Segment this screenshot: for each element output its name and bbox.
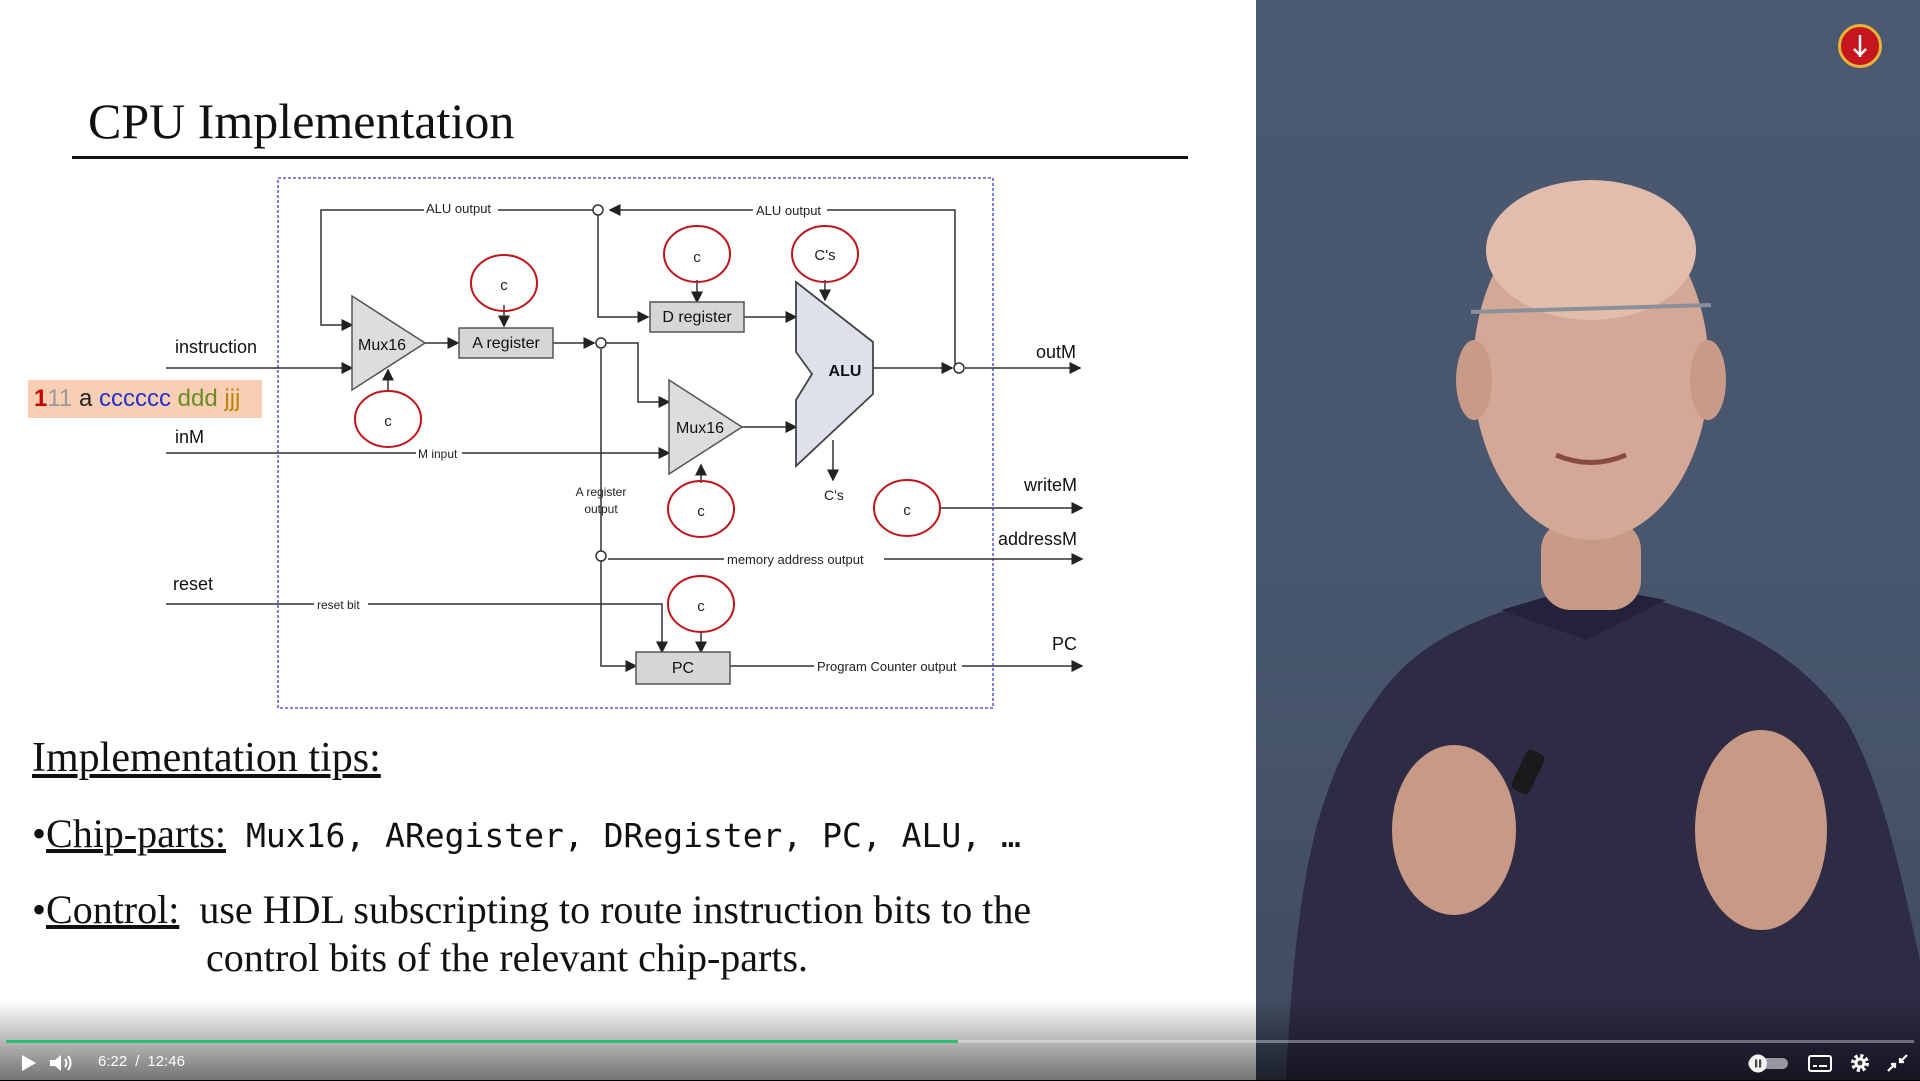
output-label-addressm: addressM <box>998 529 1077 549</box>
input-label-instruction: instruction <box>175 337 257 357</box>
cpu-diagram: Mux16 A register D register Mux16 ALU PC <box>166 177 1084 709</box>
wire-label-alu-output-right: ALU output <box>756 203 821 218</box>
mux16-top <box>351 294 427 392</box>
settings-button[interactable] <box>1842 1050 1878 1076</box>
tip-bullet: • <box>32 811 47 856</box>
tip-control-text: use HDL subscripting to route instructio… <box>199 887 1032 932</box>
play-icon <box>22 1055 36 1071</box>
a-register-label: A register <box>472 335 540 352</box>
control-c-d-register: c <box>693 249 701 266</box>
output-label-writem: writeM <box>1023 475 1077 495</box>
control-c-a-register: c <box>500 277 508 294</box>
tip-label-chip-parts: Chip-parts: <box>46 811 226 856</box>
pc-register-label: PC <box>672 660 694 677</box>
instruction-bits-dest: ddd <box>177 385 218 412</box>
progress-fill <box>6 1040 958 1043</box>
play-button[interactable] <box>10 1050 46 1076</box>
time-separator: / <box>135 1053 140 1070</box>
current-time: 6:22 <box>98 1053 128 1070</box>
input-label-inm: inM <box>175 427 204 447</box>
presenter-figure <box>1286 180 1920 1080</box>
mux16-bottom <box>668 378 744 476</box>
wire-label-a-register-output-2: output <box>584 502 618 516</box>
instruction-bit-a: a <box>78 385 93 412</box>
exit-fullscreen-icon <box>1887 1054 1908 1072</box>
wire-label-a-register-output-1: A register <box>576 485 627 499</box>
wire-label-memory-address-output: memory address output <box>727 552 864 567</box>
mux16-bottom-label: Mux16 <box>676 420 724 437</box>
captions-icon <box>1808 1055 1832 1072</box>
tips-heading: Implementation tips: <box>32 735 381 781</box>
wire-label-alu-output-left: ALU output <box>426 201 491 216</box>
tip-chip-parts: •Chip-parts: Mux16, ARegister, DRegister… <box>32 810 1021 857</box>
output-label-pc: PC <box>1052 634 1077 654</box>
instruction-bits-comp: cccccc <box>98 385 171 412</box>
volume-icon <box>50 1055 72 1071</box>
tip-bullet: • <box>32 887 47 932</box>
control-c-mux-top: c <box>384 413 392 430</box>
control-cs-alu: C's <box>814 247 835 264</box>
presenter-video <box>1256 0 1920 1080</box>
diagram-frame <box>277 177 994 709</box>
input-label-reset: reset <box>173 574 213 594</box>
duration: 12:46 <box>147 1053 185 1070</box>
gear-icon <box>1851 1054 1869 1072</box>
slide-area: CPU Implementation 111 a cccccc ddd jjj <box>0 0 1256 1080</box>
mux16-top-label: Mux16 <box>358 337 406 354</box>
time-display: 6:22 / 12:46 <box>94 1053 189 1070</box>
wire-label-alu-cs: C's <box>824 487 844 503</box>
title-divider <box>72 156 1188 159</box>
tip-control: •Control: use HDL subscripting to route … <box>32 886 1031 933</box>
progress-bar[interactable] <box>6 1040 1914 1043</box>
volume-button[interactable] <box>44 1050 80 1076</box>
d-register-label: D register <box>662 309 732 326</box>
tip-control-continued: control bits of the relevant chip-parts. <box>206 935 809 980</box>
slide-title: CPU Implementation <box>88 93 515 149</box>
output-label-outm: outM <box>1036 342 1076 362</box>
control-c-mux-bottom: c <box>697 503 705 520</box>
instruction-bit-opcode: 1 <box>34 385 48 412</box>
instruction-bits-unused: 11 <box>47 385 73 412</box>
wire-label-reset-bit: reset bit <box>317 598 360 612</box>
wire-label-m-input: M input <box>418 447 458 461</box>
control-c-pc: c <box>697 598 705 615</box>
autoplay-toggle-icon <box>1748 1054 1788 1073</box>
autoplay-toggle[interactable] <box>1744 1050 1794 1076</box>
wire-label-pc-output: Program Counter output <box>817 659 957 674</box>
exit-fullscreen-button[interactable] <box>1880 1050 1916 1076</box>
captions-button[interactable] <box>1802 1050 1838 1076</box>
tip-label-control: Control: <box>46 887 180 932</box>
instruction-bits-jump: jjj <box>224 385 241 412</box>
control-c-writem: c <box>903 502 911 519</box>
alu-label: ALU <box>829 363 862 380</box>
pc-register <box>635 651 731 685</box>
tip-chip-parts-list: Mux16, ARegister, DRegister, PC, ALU, … <box>246 816 1021 855</box>
a-register <box>458 327 554 359</box>
d-register <box>649 301 745 333</box>
alu <box>795 280 874 469</box>
channel-logo-icon[interactable] <box>1838 24 1882 68</box>
instruction-format: 111 a cccccc ddd jjj <box>28 380 262 418</box>
